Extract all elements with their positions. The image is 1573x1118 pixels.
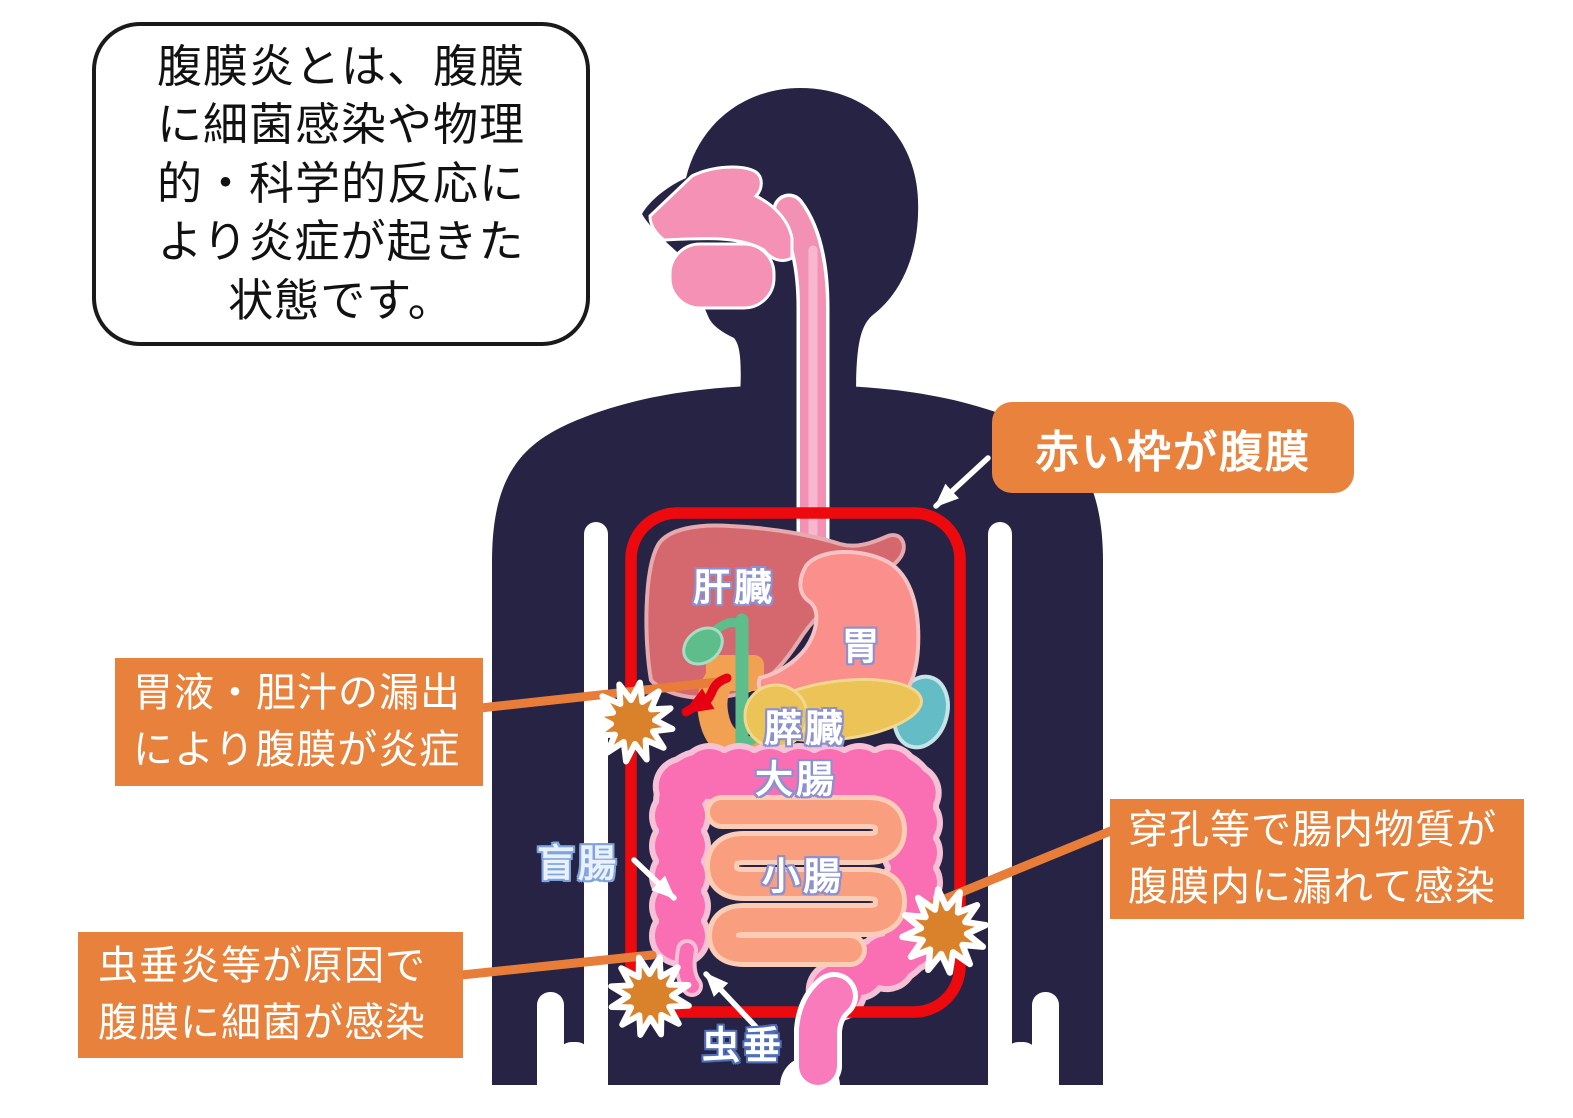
- callout-line: 胃液・胆汁の漏出: [133, 671, 461, 716]
- cecum-pointer-arrow: [631, 857, 677, 901]
- small-intestine-label: 小腸: [761, 856, 845, 899]
- callout-line: 腹膜に細菌が感染: [98, 1001, 426, 1045]
- small-intestine-shape: [705, 795, 907, 967]
- appendix-shape: [674, 939, 703, 997]
- definition-bubble: 腹膜炎とは、腹膜 に細菌感染や物理 的・科学的反応に より炎症が起きた 状態です…: [92, 22, 590, 346]
- large-intestine-label: 大腸: [754, 759, 838, 802]
- leak-arrow: [681, 673, 732, 717]
- bubble-line: 腹膜炎とは、腹膜: [156, 40, 525, 92]
- tongue-shape: [668, 242, 776, 310]
- connector-appendicitis: [447, 950, 657, 981]
- appendix-pointer-arrow: [703, 971, 760, 1031]
- frame-pointer-arrow: [933, 455, 991, 509]
- callout-line: 虫垂炎等が原因で: [98, 944, 426, 989]
- liver-label: 肝臓: [692, 567, 776, 610]
- peritoneum-frame: [625, 507, 966, 1018]
- right-thumb-gap: [1003, 1042, 1039, 1118]
- appendix-label: 虫垂: [701, 1025, 785, 1068]
- callout-perforation: 穿孔等で腸内物質が 腹膜内に漏れて感染: [1110, 799, 1524, 919]
- cecum-label: 盲腸: [536, 843, 620, 886]
- mouth-and-nose: [648, 165, 794, 310]
- nasal-cavity-shape: [648, 165, 794, 262]
- right-arm-gap: [988, 522, 1012, 1118]
- stomach-label: 胃: [841, 626, 883, 669]
- callout-line: 穿孔等で腸内物質が: [1128, 808, 1497, 853]
- callout-gastric-leak: 胃液・胆汁の漏出 により腹膜が炎症: [115, 658, 483, 786]
- left-thumb-gap: [556, 1042, 592, 1118]
- bubble-line: 状態です。: [228, 274, 454, 326]
- pointer-arrows: [631, 455, 991, 1031]
- bubble-line: より炎症が起きた: [157, 216, 525, 268]
- callout-line: 腹膜内に漏れて感染: [1128, 865, 1496, 909]
- callout-appendicitis: 虫垂炎等が原因で 腹膜に細菌が感染: [78, 932, 463, 1058]
- rectum-shape: [794, 972, 858, 1090]
- peritoneum-frame-label: 赤い枠が腹膜: [992, 402, 1354, 493]
- large-intestine-shape: [649, 743, 943, 1023]
- callout-line: により腹膜が炎症: [133, 728, 461, 772]
- bubble-line: 的・科学的反応に: [156, 157, 525, 209]
- connector-gastric: [457, 677, 723, 715]
- left-arm-gap: [584, 522, 608, 1118]
- pancreas-label: 膵臓: [763, 708, 847, 751]
- bubble-line: に細菌感染や物理: [156, 99, 525, 151]
